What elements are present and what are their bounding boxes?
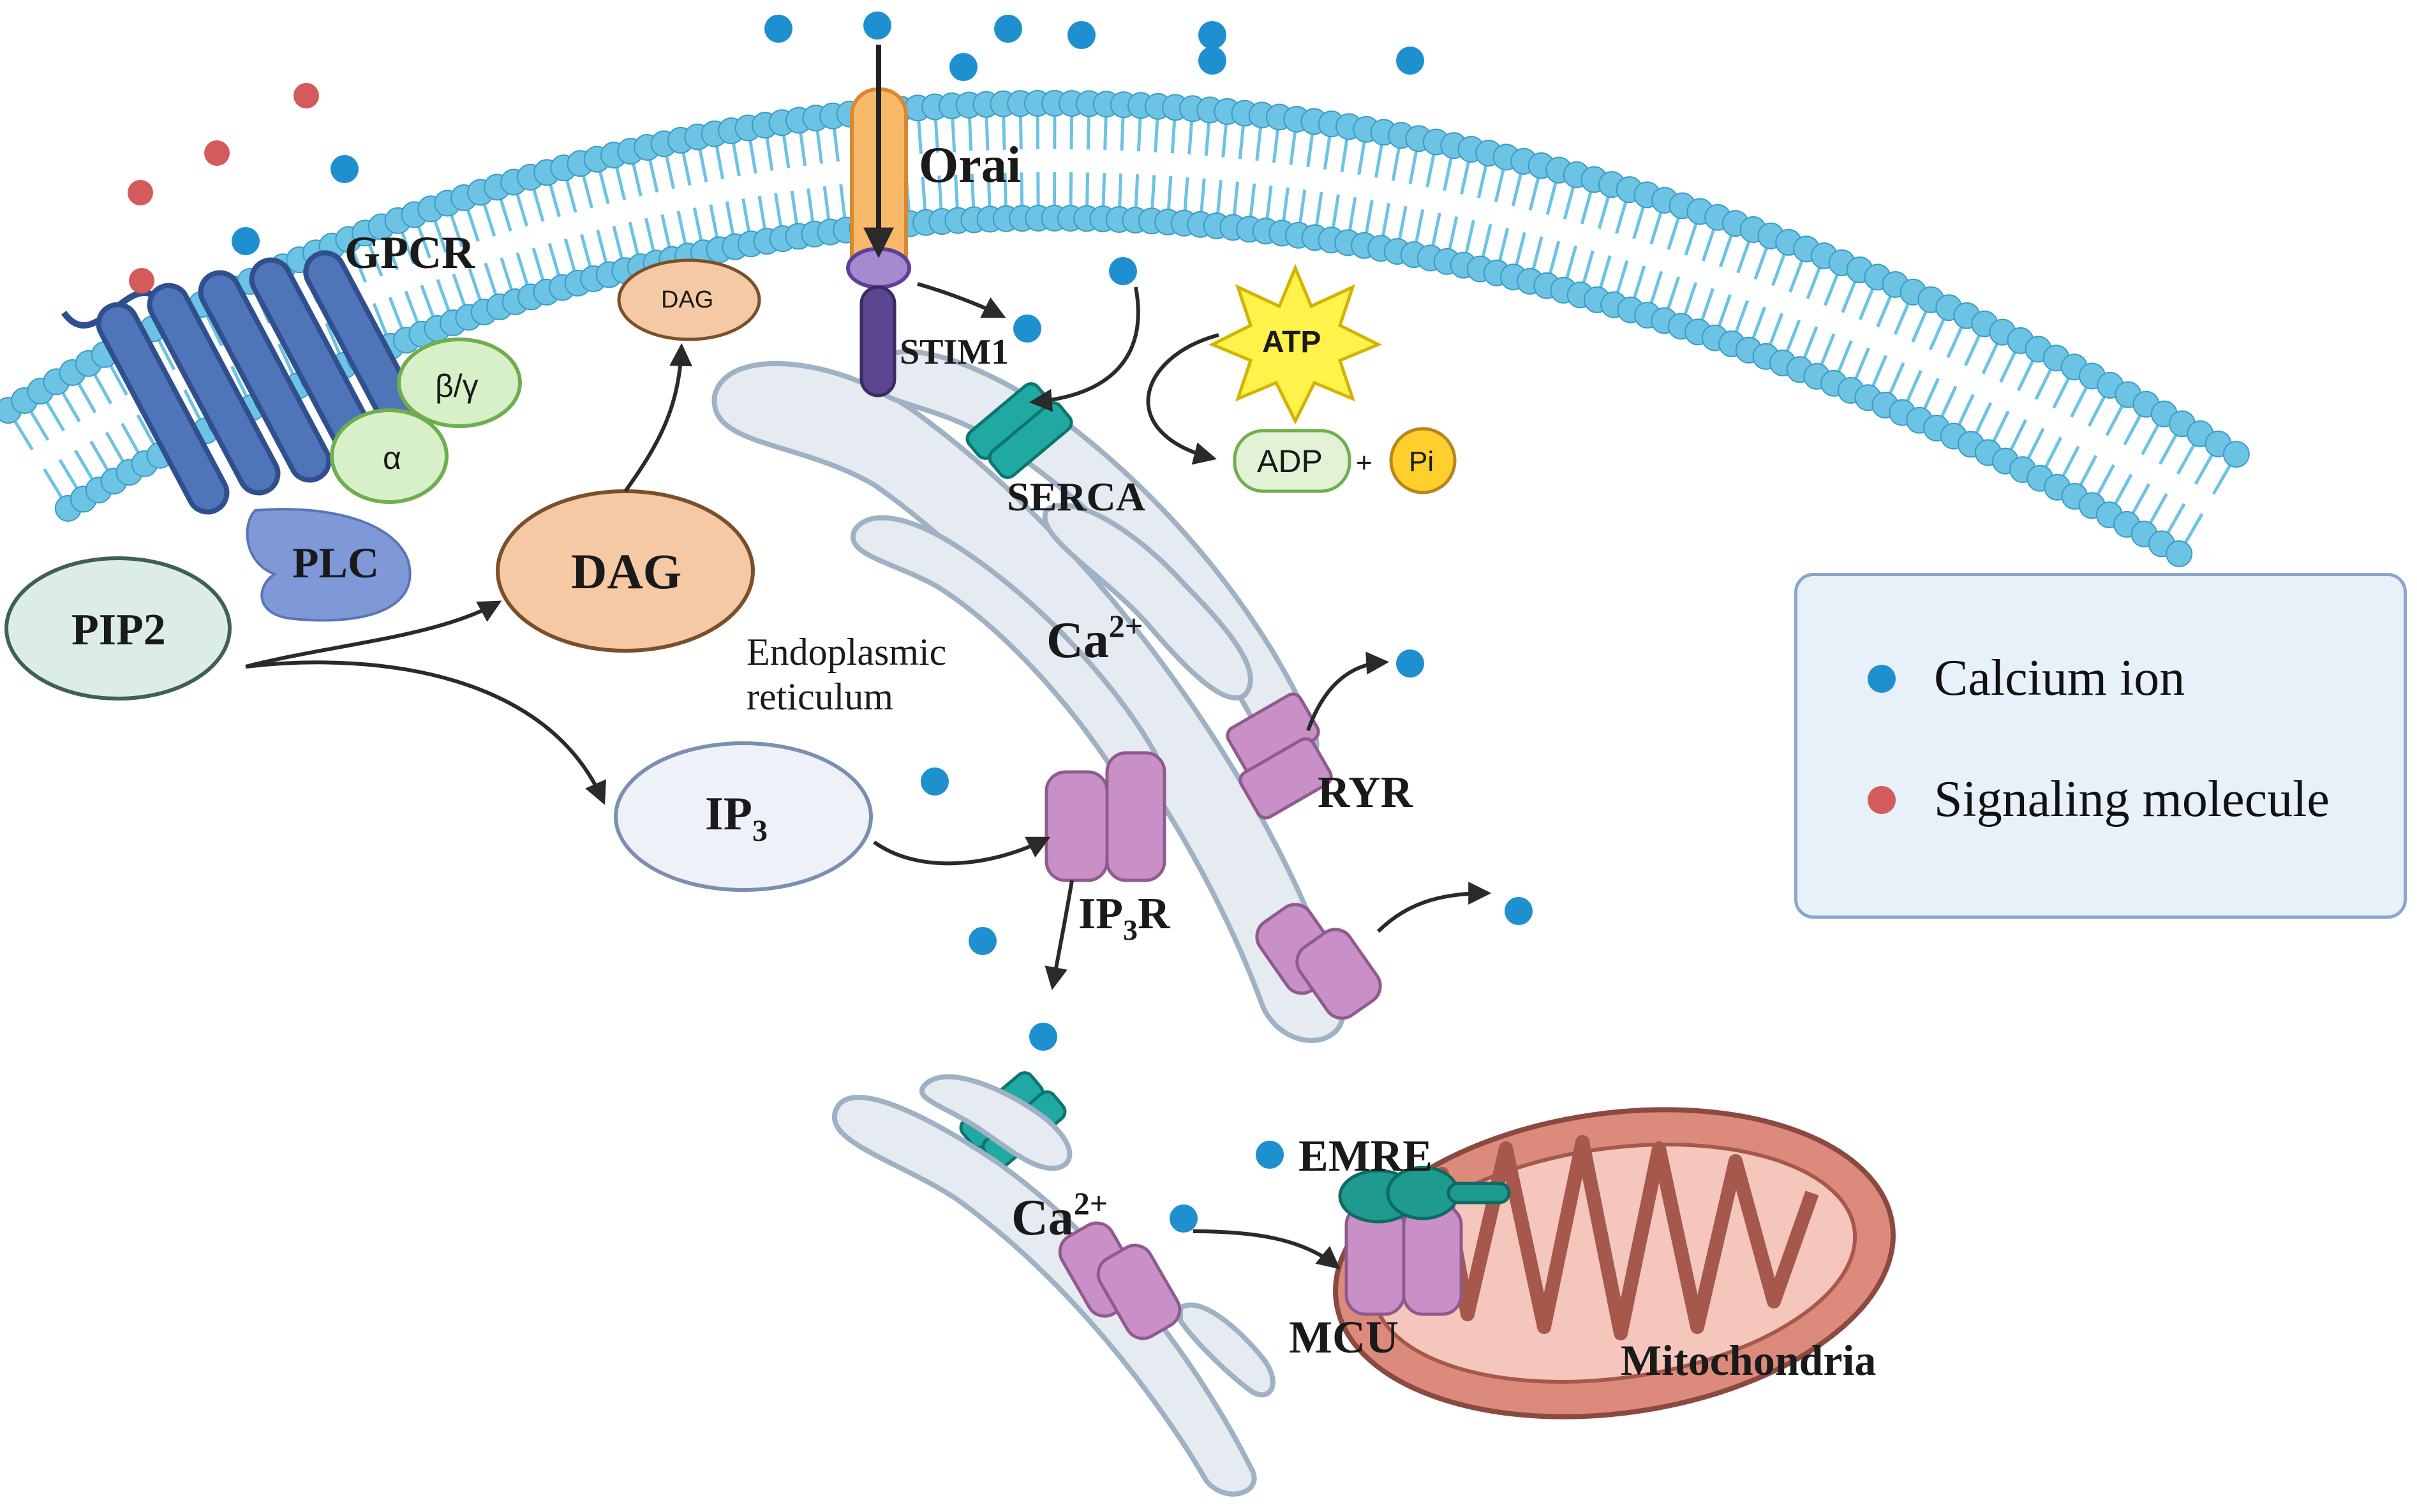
signaling-molecule-marker (1868, 786, 1896, 814)
calcium-ion (1256, 1141, 1284, 1169)
orai-channel: Orai (848, 45, 1021, 287)
legend-label-signaling: Signaling molecule (1934, 771, 2330, 829)
arrow-calcium-to-serca (1034, 287, 1138, 402)
ip3r-sub: 3 (1123, 914, 1138, 946)
orai-label: Orai (919, 137, 1021, 193)
ip3-sub: 3 (752, 814, 768, 848)
ca-er-sup: 2+ (1109, 608, 1143, 644)
calcium-ion-marker (1868, 665, 1896, 693)
calcium-ion (764, 15, 792, 43)
dag-large-node: DAG (498, 491, 753, 651)
emre-label: EMRE (1298, 1132, 1432, 1181)
mcu-channel (1346, 1206, 1461, 1314)
arrow-atp-to-adp (1148, 335, 1219, 458)
er-label-line2: reticulum (747, 676, 893, 718)
calcium-ion (994, 15, 1022, 43)
dag-small-node: DAG (619, 260, 759, 339)
ip3r-channel-main (1046, 753, 1164, 880)
arrow-lower-ip3r-release (1378, 893, 1487, 931)
adp-label: ADP (1257, 443, 1323, 479)
calcium-ion (1067, 21, 1096, 49)
mitochondria-label: Mitochondria (1621, 1336, 1876, 1384)
plc-enzyme: PLC (248, 509, 410, 620)
calcium-ion (331, 155, 359, 183)
arrow-ip3-to-ip3r (874, 839, 1046, 863)
svg-text:IP3R: IP3R (1078, 889, 1171, 946)
ca-mito-sup: 2+ (1074, 1185, 1108, 1221)
calcium-ion (232, 227, 260, 255)
arrow-ip3r-release (1053, 880, 1072, 986)
beta-gamma-label: β/γ (435, 368, 479, 404)
legend: Calcium ion Signaling molecule (1794, 573, 2407, 919)
lipid-head (2224, 441, 2249, 467)
calcium-ion (1396, 649, 1424, 678)
legend-label-calcium: Calcium ion (1934, 649, 2185, 708)
gpcr-label: GPCR (345, 227, 475, 278)
pip2-node: PIP2 (6, 558, 230, 699)
ca-mito-base: Ca (1011, 1190, 1074, 1246)
legend-item-calcium: Calcium ion (1797, 649, 2185, 708)
signaling-molecule (294, 83, 319, 108)
ip3r-tail: R (1138, 889, 1171, 938)
serca-label: SERCA (1007, 474, 1145, 519)
atp-label: ATP (1262, 325, 1321, 359)
calcium-ion (1396, 47, 1424, 75)
mcu-label: MCU (1289, 1312, 1399, 1363)
dag-large-label: DAG (571, 544, 681, 599)
arrow-pip2-to-ip3 (246, 662, 603, 801)
pi-label: Pi (1409, 446, 1434, 477)
calcium-ion (1029, 1023, 1057, 1051)
calcium-ion (863, 11, 891, 40)
ip3-base: IP (705, 788, 752, 840)
calcium-ion (1505, 897, 1533, 925)
calcium-ion (949, 53, 978, 81)
arrow-dag-to-membrane (625, 348, 681, 491)
ca-er-base: Ca (1046, 612, 1109, 669)
lower-endoplasmic-reticulum: Ca2+ (835, 1077, 1273, 1494)
arrow-calcium-to-mcu (1193, 1231, 1337, 1266)
ip3r-base: IP (1078, 889, 1123, 938)
atp-hydrolysis: ATP ADP + Pi (1212, 268, 1455, 493)
arrow-orai-to-er (918, 284, 1002, 316)
signaling-molecule (204, 140, 230, 166)
lipid-head (2166, 541, 2192, 567)
calcium-ion (1170, 1204, 1198, 1233)
signaling-molecule (129, 268, 154, 293)
ip3-node: IP3 (616, 743, 871, 890)
pip2-label: PIP2 (71, 605, 166, 655)
calcium-ion (1198, 47, 1226, 75)
alpha-label: α (383, 440, 401, 476)
plus-label: + (1356, 447, 1372, 478)
plc-label: PLC (292, 538, 379, 587)
stim1-label: STIM1 (900, 332, 1009, 372)
er-label-line1: Endoplasmic (747, 631, 946, 673)
calcium-ion (969, 927, 997, 955)
calcium-ion (1013, 315, 1041, 343)
ryr-label: RYR (1318, 768, 1414, 817)
calcium-ion (1109, 257, 1137, 285)
dag-small-label: DAG (661, 286, 713, 313)
calcium-ion (921, 767, 949, 796)
arrow-ryr-release (1308, 662, 1385, 730)
signaling-molecule (128, 180, 153, 205)
legend-item-signaling: Signaling molecule (1797, 771, 2330, 829)
calcium-ion (1198, 21, 1226, 49)
